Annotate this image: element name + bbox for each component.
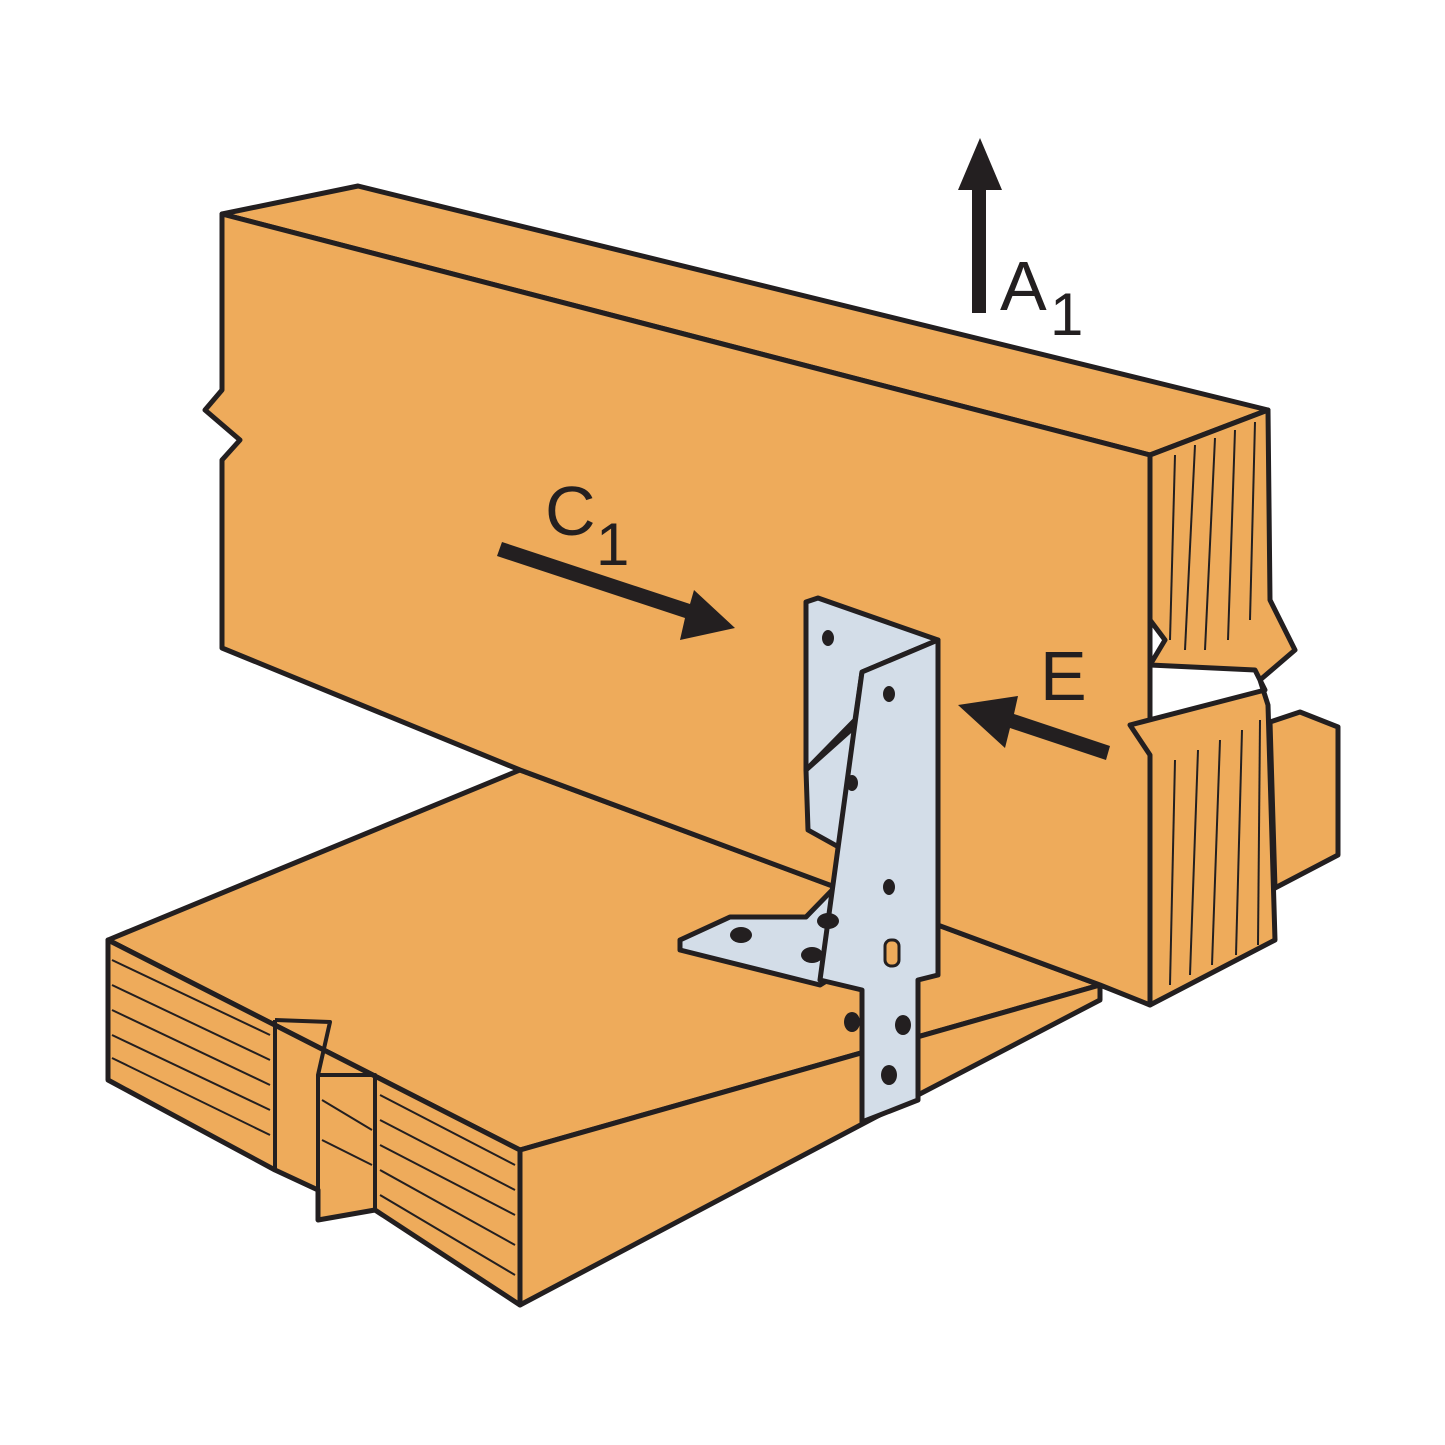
arrow-left-icon [958,696,1110,760]
label-e: E [1040,637,1087,715]
load-arrows [497,138,1110,760]
label-a1-sub: 1 [1050,281,1083,348]
rear-beam-stub [1267,709,1341,891]
label-c1-main: C [545,472,596,550]
label-c1-sub: 1 [596,511,629,578]
lower-grain-lines [111,959,516,1276]
steel-bracket [677,595,941,1125]
upper-grain-lines [1169,421,1261,986]
label-a1-main: A [1000,247,1047,325]
arrow-up-icon [958,138,1002,313]
arrow-right-icon [497,542,735,640]
